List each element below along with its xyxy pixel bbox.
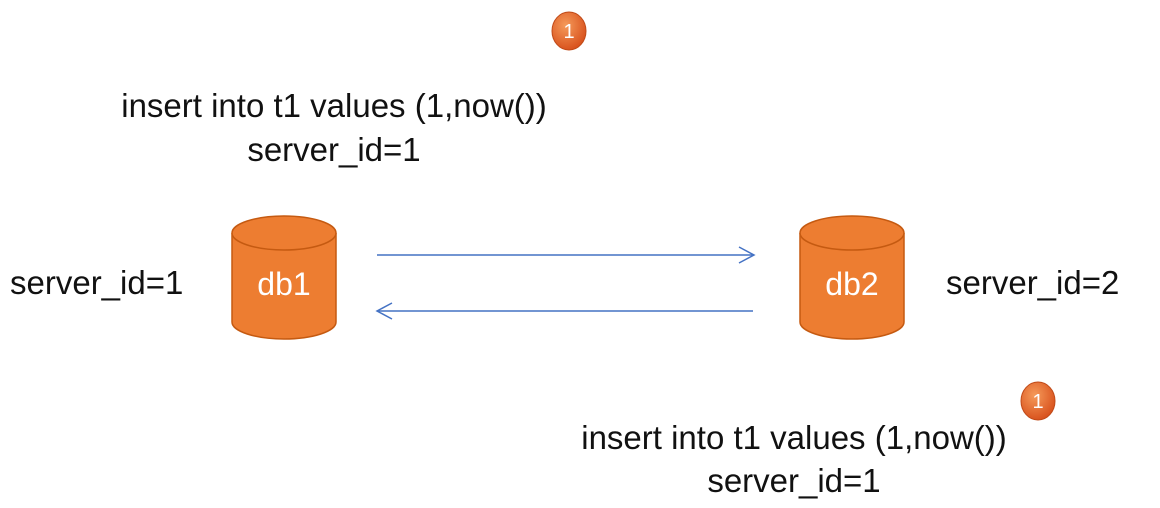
db1-cylinder-icon: db1 <box>231 215 337 340</box>
db2-server-id: server_id=2 <box>946 264 1120 301</box>
top-event-badge: 1 <box>551 11 587 51</box>
top-event-badge-number: 1 <box>563 21 574 43</box>
bottom-insert-statement: insert into t1 values (1,now()) <box>581 419 1007 456</box>
bottom-event-badge: 1 <box>1020 381 1056 421</box>
db1-label: db1 <box>257 266 310 302</box>
db2-cylinder-icon: db2 <box>799 215 905 340</box>
arrow-db1-to-db2 <box>377 246 756 264</box>
bottom-event-badge-number: 1 <box>1032 391 1043 413</box>
bottom-server-id: server_id=1 <box>707 462 881 499</box>
db2-label: db2 <box>825 266 878 302</box>
arrow-db2-to-db1 <box>375 302 753 320</box>
top-insert-statement: insert into t1 values (1,now()) <box>121 87 547 124</box>
top-server-id: server_id=1 <box>247 131 421 168</box>
db1-server-id: server_id=1 <box>10 264 184 301</box>
